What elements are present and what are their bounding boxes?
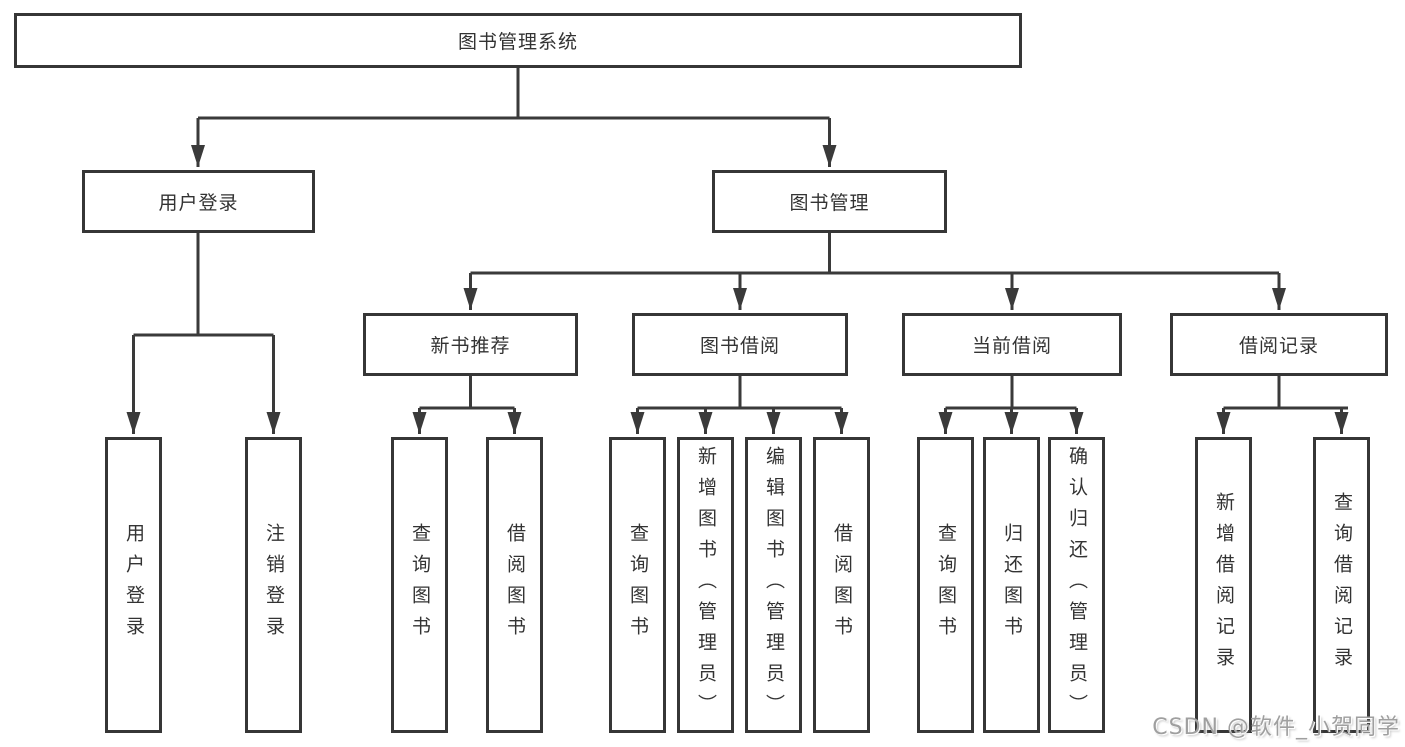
node-library-management-system: 图书管理系统 xyxy=(14,13,1022,68)
node-current-borrowing: 当前借阅 xyxy=(902,313,1122,376)
leaf-return-books: 归还图书 xyxy=(983,437,1040,733)
leaf-add-book-admin: 新增图书（管理员） xyxy=(677,437,734,733)
node-new-book-recommendation: 新书推荐 xyxy=(363,313,578,376)
node-user-login: 用户登录 xyxy=(82,170,315,233)
csdn-watermark: CSDN @软件_小贺同学 xyxy=(1152,715,1400,740)
leaf-add-borrowing-record: 新增借阅记录 xyxy=(1195,437,1252,733)
node-book-borrowing: 图书借阅 xyxy=(632,313,848,376)
leaf-confirm-return-admin: 确认归还（管理员） xyxy=(1048,437,1105,733)
leaf-query-books-current: 查询图书 xyxy=(917,437,974,733)
leaf-borrow-books-recommend: 借阅图书 xyxy=(486,437,543,733)
leaf-borrow-books: 借阅图书 xyxy=(813,437,870,733)
leaf-logout: 注销登录 xyxy=(245,437,302,733)
leaf-query-books-recommend: 查询图书 xyxy=(391,437,448,733)
leaf-query-borrowing-record: 查询借阅记录 xyxy=(1313,437,1370,733)
node-book-management: 图书管理 xyxy=(712,170,947,233)
leaf-user-login: 用户登录 xyxy=(105,437,162,733)
node-borrowing-records: 借阅记录 xyxy=(1170,313,1388,376)
leaf-edit-book-admin: 编辑图书（管理员） xyxy=(745,437,802,733)
leaf-query-books-borrowing: 查询图书 xyxy=(609,437,666,733)
